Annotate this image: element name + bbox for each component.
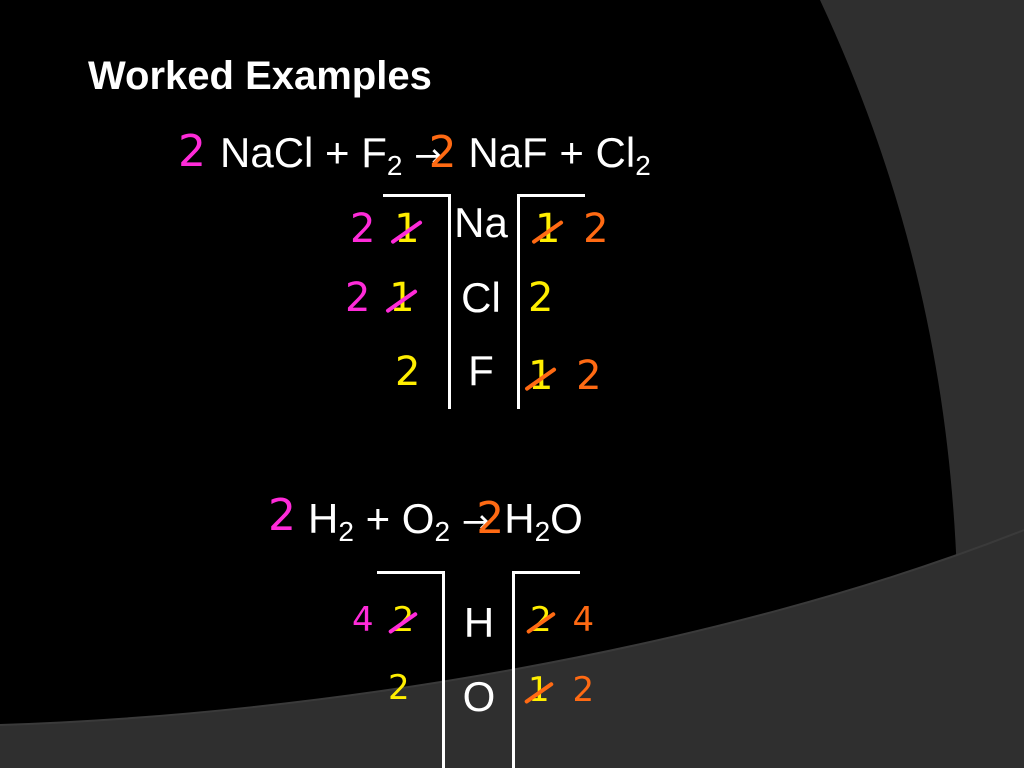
tchart2-right-vertical [512,571,515,768]
tchart1-element-cl: Cl [461,274,501,321]
reactant-h2: H2 [308,495,354,547]
plus-sign: + [365,495,391,542]
coefficient-naf: 2 [428,127,457,178]
tchart1-row-na-right: 1 2 [535,206,609,252]
tchart2-element-h: H [463,599,495,646]
tchart1-element-f: F [468,347,494,394]
slide-title: Worked Examples [88,54,432,98]
plus-sign: + [325,129,350,176]
tchart2-right-top [512,571,580,574]
tchart2-row-o-right: 1 2 [528,666,594,714]
tchart1-right-top [517,194,585,197]
tchart1-row-cl-left: 2 1 [345,275,415,321]
product-cl2: Cl2 [595,129,651,181]
reaction-arrow-icon: → [414,136,443,176]
reaction-arrow-icon: → [461,502,491,542]
tchart2-row-h-right: 2 4 [530,596,594,644]
product-h2o: H2O [504,495,583,547]
reactant-nacl: NaCl [220,129,314,176]
coefficient-h2o: 2 [476,493,505,544]
coefficient-nacl: 2 [178,126,206,177]
tchart1-row-f-left: 2 [395,349,421,395]
product-naf: NaF [468,129,548,176]
tchart1-row-f-right: 1 2 [528,353,602,399]
equation-1: NaCl + F2 →2 NaF + Cl2 [220,128,651,181]
tchart1-left-vertical [448,194,451,409]
tchart1-right-vertical [517,194,520,409]
tchart1-row-na-left: 2 1 [350,206,420,252]
tchart2-row-h-left: 4 2 [352,596,414,644]
background-swoosh-band [0,530,1024,768]
reactant-f2: F2 [361,129,403,181]
tchart2-left-top [377,571,445,574]
tchart1-element-na: Na [454,199,508,246]
tchart1-row-cl-right: 2 [528,275,554,321]
tchart2-element-o: O [462,673,496,720]
tchart2-row-o-left: 2 [388,668,410,708]
reactant-o2: O2 [401,495,451,547]
tchart2-left-vertical [442,571,445,768]
plus-sign: + [559,129,584,176]
equation-2: H2 + O2 →2H2O [308,494,583,547]
coefficient-h2: 2 [268,490,296,541]
tchart1-left-top [383,194,451,197]
